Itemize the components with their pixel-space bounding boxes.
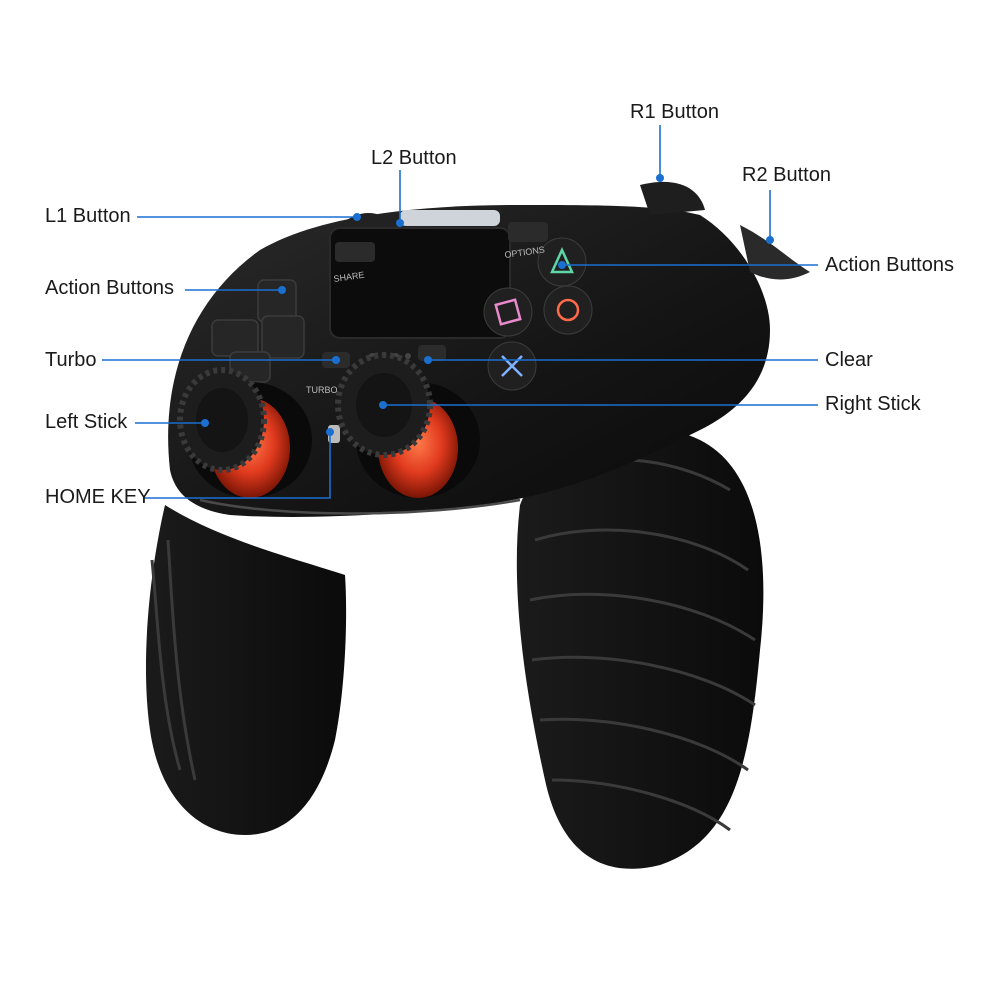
clear-button-shape (418, 345, 446, 361)
l2-button-label: L2 Button (371, 147, 457, 169)
options-button-shape (508, 222, 548, 242)
leader-lines (102, 125, 818, 499)
share-label: SHARE (333, 270, 365, 284)
left-stick-shape (177, 367, 312, 498)
r2-trigger (740, 225, 810, 280)
left-stick-label: Left Stick (45, 411, 128, 433)
action-buttons-right-label: Action Buttons (825, 254, 954, 276)
r1-button-label: R1 Button (630, 101, 719, 123)
grip-ridges (529, 458, 756, 832)
left-grip (145, 505, 347, 835)
clear-label: Clear (825, 349, 873, 371)
l1-button-label: L1 Button (45, 205, 131, 227)
turbo-panel-label: TURBO (306, 385, 338, 395)
right-stick-label: Right Stick (825, 393, 921, 415)
r2-button-label: R2 Button (742, 164, 831, 186)
share-button-shape (335, 242, 375, 262)
controller-body (168, 205, 770, 517)
l2-trigger (400, 210, 500, 226)
home-key-label: HOME KEY (45, 486, 151, 508)
right-grip (516, 428, 764, 869)
action-buttons-left-label: Action Buttons (45, 277, 174, 299)
turbo-label: Turbo (45, 349, 97, 371)
r1-shoulder (640, 181, 705, 215)
